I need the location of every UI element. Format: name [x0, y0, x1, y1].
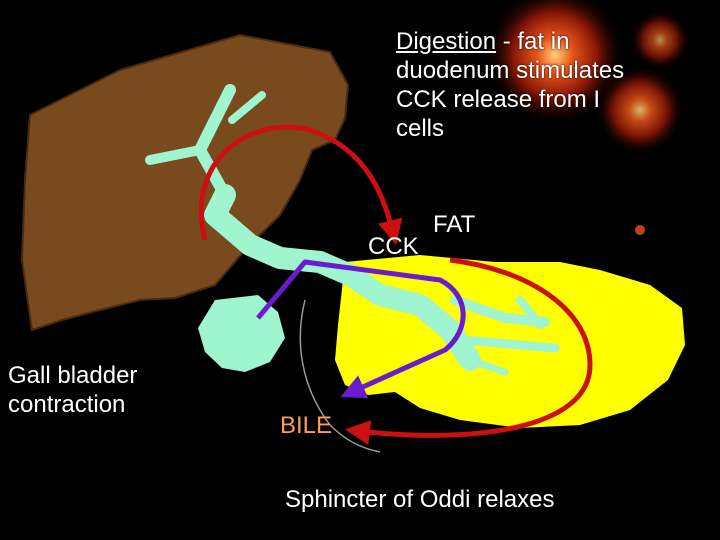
gall-bladder	[198, 295, 285, 372]
fat-bile-loop-arrow	[345, 257, 593, 445]
bile-label: BILE	[280, 412, 333, 439]
digestion-description: Digestion - fat in duodenum stimulates C…	[396, 27, 706, 143]
digestion-rest: duodenum stimulates CCK release from I c…	[396, 57, 625, 142]
cck-label: CCK	[368, 233, 419, 260]
gall-bladder-contraction-arrow	[256, 259, 466, 399]
duodenum-outline	[299, 299, 381, 453]
liver	[20, 33, 350, 332]
sphincter-label: Sphincter of Oddi relaxes	[285, 486, 555, 513]
cck-release-arrow	[198, 124, 403, 245]
fat-label: FAT	[433, 211, 476, 238]
firework-burst-icon	[485, 0, 690, 235]
gall-bladder-label: Gall bladder contraction	[8, 362, 138, 418]
digestion-title-word: Digestion	[396, 28, 497, 55]
digestion-rest-line1: - fat in	[496, 28, 570, 55]
